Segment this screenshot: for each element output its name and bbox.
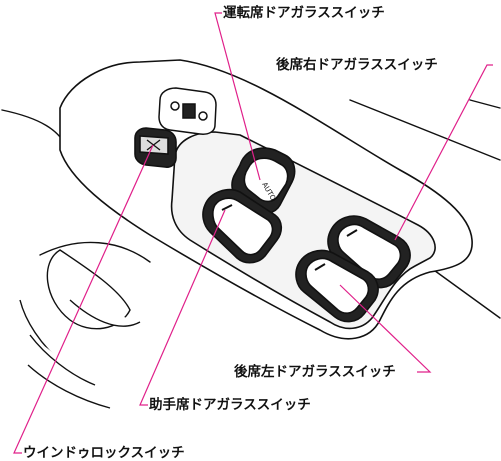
passenger-window-switch (202, 188, 283, 264)
leader-passenger (139, 209, 226, 406)
rear-right-window-switch (327, 215, 411, 289)
rear-left-window-switch (295, 249, 379, 323)
driver-switch-label: 運転席ドアガラススイッチ (223, 5, 385, 21)
leader-driver (214, 12, 261, 181)
armrest-detail (19, 249, 141, 409)
leader-lines (13, 12, 493, 454)
window-lock-button (134, 127, 177, 168)
leader-rear-left (339, 284, 432, 373)
rear-right-switch-label: 後席右ドアガラススイッチ (276, 57, 438, 73)
window-lock-switch-label: ウインドゥロックスイッチ (23, 445, 185, 461)
leader-window-lock (13, 144, 154, 454)
leader-rear-right (394, 64, 493, 241)
rear-left-switch-label: 後席左ドアガラススイッチ (234, 364, 396, 380)
passenger-switch-label: 助手席ドアガラススイッチ (149, 397, 311, 413)
lock-mode-button (158, 87, 217, 135)
